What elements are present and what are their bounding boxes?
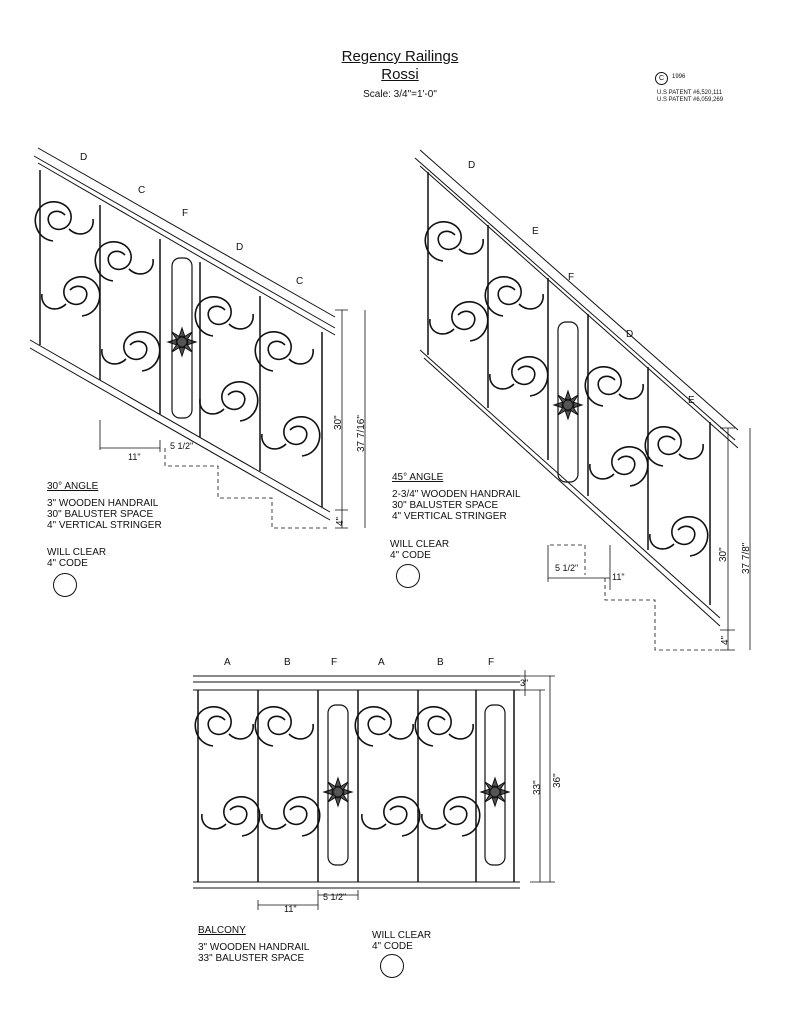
panel-label: A xyxy=(224,657,231,668)
panel-label: D xyxy=(80,152,88,163)
dim-3: 3" xyxy=(520,678,529,688)
dim-5-half: 5 1/2" xyxy=(170,441,194,451)
stair-45-heading: 45° ANGLE xyxy=(392,472,444,483)
clear-line: WILL CLEAR xyxy=(47,547,107,558)
dim-30: 30" xyxy=(718,547,729,562)
spec-line: 3" WOODEN HANDRAIL xyxy=(47,498,159,509)
copyright-icon: C xyxy=(655,72,668,85)
panel-label: D xyxy=(468,160,476,171)
stair-45-clear: WILL CLEAR 4" CODE xyxy=(390,539,449,561)
stair-30-drawing xyxy=(29,147,366,529)
scale-note: Scale: 3/4"=1'-0" xyxy=(363,89,437,100)
stair-45-notes: 45° ANGLE 2-3/4" WOODEN HANDRAIL 30" BAL… xyxy=(392,472,521,522)
patent-2: U.S PATENT #6,059,269 xyxy=(657,97,724,103)
panel-label: C xyxy=(296,276,304,287)
clearance-circle-icon xyxy=(396,564,420,588)
dim-11: 11" xyxy=(284,904,297,914)
dim-4: 4" xyxy=(720,635,731,645)
panel-label: E xyxy=(532,226,539,237)
panel-label: D xyxy=(626,329,634,340)
spec-line: 2-3/4" WOODEN HANDRAIL xyxy=(392,489,521,500)
stair-30-heading: 30° ANGLE xyxy=(47,481,99,492)
dim-36: 36" xyxy=(552,773,563,788)
copyright-year: 1996 xyxy=(672,74,686,80)
clear-line: WILL CLEAR xyxy=(390,539,450,550)
panel-label: B xyxy=(437,657,444,668)
dim-4: 4" xyxy=(335,516,346,526)
panel-label: A xyxy=(378,657,385,668)
stair-30-notes: 30° ANGLE 3" WOODEN HANDRAIL 30" BALUSTE… xyxy=(47,481,162,531)
clearance-circle-icon xyxy=(53,573,77,597)
clear-line: 4" CODE xyxy=(372,941,413,952)
spec-line: 30" BALUSTER SPACE xyxy=(47,509,154,520)
clear-line: WILL CLEAR xyxy=(372,930,432,941)
balcony-heading: BALCONY xyxy=(198,925,246,936)
dim-5-half: 5 1/2" xyxy=(323,892,347,902)
clearance-circle-icon xyxy=(380,954,404,978)
panel-label: C xyxy=(138,185,146,196)
dim-33: 33" xyxy=(532,780,543,795)
panel-label: B xyxy=(284,657,291,668)
clear-line: 4" CODE xyxy=(47,558,88,569)
clear-line: 4" CODE xyxy=(390,550,431,561)
page-subtitle: Rossi xyxy=(381,66,419,83)
panel-label: D xyxy=(236,242,244,253)
page-title: Regency Railings xyxy=(341,48,459,65)
balcony-drawing xyxy=(193,670,555,910)
spec-line: 4" VERTICAL STRINGER xyxy=(392,511,507,522)
dim-30: 30" xyxy=(333,415,344,430)
patent-1: U.S PATENT #6,520,111 xyxy=(657,90,723,96)
spec-line: 4" VERTICAL STRINGER xyxy=(47,520,162,531)
balcony-notes: BALCONY 3" WOODEN HANDRAIL 33" BALUSTER … xyxy=(198,925,309,964)
dim-11: 11" xyxy=(128,452,141,462)
dim-total: 37 7/8" xyxy=(741,542,752,574)
stair-30-clear: WILL CLEAR 4" CODE xyxy=(47,547,106,569)
spec-line: 33" BALUSTER SPACE xyxy=(198,953,305,964)
stair-45-drawing xyxy=(414,149,751,651)
dim-11: 11" xyxy=(612,572,625,582)
spec-line: 3" WOODEN HANDRAIL xyxy=(198,942,310,953)
panel-label: F xyxy=(568,272,575,283)
panel-label: E xyxy=(688,395,695,406)
panel-label: F xyxy=(488,657,495,668)
panel-label: F xyxy=(331,657,338,668)
balcony-clear: WILL CLEAR 4" CODE xyxy=(372,930,431,952)
panel-label: F xyxy=(182,208,189,219)
dim-5-half: 5 1/2" xyxy=(555,563,579,573)
spec-line: 30" BALUSTER SPACE xyxy=(392,500,499,511)
dim-total: 37 7/16" xyxy=(356,415,367,452)
